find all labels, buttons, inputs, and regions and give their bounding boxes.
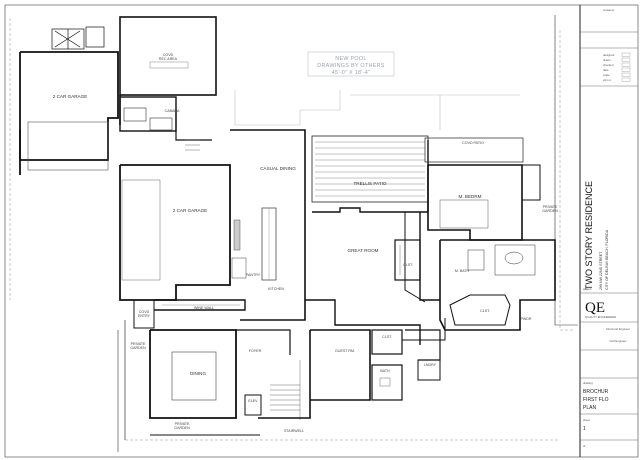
room-label-casual-dining: CASUAL DINING: [260, 166, 296, 171]
master-bedroom-wall: [427, 164, 523, 241]
cabana-outline: [119, 96, 177, 132]
sheet-label: sheet: [583, 418, 590, 422]
meta-value-3: [621, 67, 631, 72]
room-label-dining: DINING: [190, 371, 207, 376]
room-label-m-bath: M. BATH: [455, 269, 470, 273]
room-label-cabana: CABANA: [165, 109, 180, 113]
stairwell-steps: [270, 360, 301, 420]
project-label: project: [583, 287, 592, 291]
of-label: of: [583, 444, 586, 448]
room-label-garage-mid: 2 CAR GARAGE: [173, 208, 207, 213]
covd-patio-outline: [424, 137, 524, 163]
room-label-clst-c: CLST.: [382, 335, 392, 339]
meta-value-4: [621, 72, 631, 77]
room-label-wine-wall: WINE WALL: [194, 306, 214, 310]
room-label-pantry: PANTRY: [246, 273, 261, 277]
room-label-clst-b: CLST.: [480, 309, 490, 313]
drawing-title-1: BROCHUR: [583, 389, 609, 395]
drawing-title-2: FIRST FLO: [583, 397, 609, 403]
meta-value-1: [621, 57, 631, 62]
title-block: revisions designeddrawncheckeddatescalej…: [580, 8, 638, 448]
room-label-kitchen: KITCHEN: [268, 287, 284, 291]
pool-note-box: [307, 51, 395, 77]
room-label-great-room: GREAT ROOM: [348, 248, 379, 253]
covd-rec-outline: [119, 16, 217, 96]
meta-label-0: designed: [603, 53, 615, 57]
trellis-patio-hatch: [315, 141, 425, 197]
room-label-elev: ELEV: [248, 399, 258, 403]
meta-value-5: [621, 77, 631, 82]
room-label-bath: BATH: [380, 369, 390, 373]
svg-text:45'-0" X 18'-4": 45'-0" X 18'-4": [332, 70, 371, 76]
garage-mid-wall: [119, 164, 231, 301]
consultant-civil: Civil Engineer: [609, 339, 626, 343]
column-block: [51, 26, 105, 50]
dining-wall: [149, 329, 237, 419]
svg-text:DRAWINGS BY OTHERS: DRAWINGS BY OTHERS: [317, 63, 385, 69]
garage-left-wall: [19, 51, 119, 161]
consultant-structural: Structural Engineer: [606, 327, 630, 331]
room-label-garage-left: 2 CAR GARAGE: [53, 94, 87, 99]
room-label-stairwell: STAIRWELL: [284, 429, 304, 433]
room-label-lndry: LNDRY: [424, 363, 437, 367]
site-line: [9, 18, 575, 441]
meta-label-3: date: [603, 68, 609, 72]
property-line: [117, 15, 578, 452]
room-label-m-bedrm: M. BEDRM: [459, 194, 482, 199]
project-title: TWO STORY RESIDENCE: [584, 181, 594, 290]
kitchen-wall: [230, 129, 306, 321]
room-label-powder: PWDR: [521, 317, 532, 321]
room-label-covd-patio: COVD PATIO: [462, 141, 484, 145]
pool-note: NEW POOL DRAWINGS BY OTHERS 45'-0" X 18'…: [317, 56, 385, 76]
room-label-guest-rm: GUEST RM.: [335, 349, 355, 353]
room-label-foyer: FOYER: [249, 349, 262, 353]
project-address: 299 NW 22ND STREET: [599, 251, 603, 290]
great-room-wall: [305, 299, 421, 345]
master-bath-wall: [439, 239, 556, 331]
covd-entry-outline: [133, 299, 155, 329]
drawing-title-3: PLAN: [583, 405, 596, 411]
meta-label-1: drawn: [603, 58, 611, 62]
project-city: CITY OF DELRAY BEACH, FLORIDA: [605, 229, 609, 290]
meta-value-2: [621, 62, 631, 67]
guest-room-wall: [310, 329, 371, 401]
drawing-label: drawing: [583, 381, 593, 385]
meta-label-2: checked: [603, 63, 614, 67]
room-label-clst-a: CLST.: [403, 263, 413, 267]
firm-logo-sub: QUALITY ENGINEERED: [585, 315, 616, 319]
pool-outline: [234, 90, 520, 130]
room-label-trellis-patio: TRELLIS PATIO: [353, 181, 386, 186]
meta-label-4: scale: [603, 73, 610, 77]
firm-logo: QE: [585, 300, 605, 316]
revisions-label: revisions: [603, 8, 615, 12]
svg-text:NEW POOL: NEW POOL: [335, 56, 366, 62]
meta-label-5: job no.: [602, 78, 612, 82]
sheet-border: [4, 4, 639, 458]
wine-wall: [154, 299, 246, 311]
meta-value-0: [621, 52, 631, 57]
stair-upper: [185, 139, 200, 151]
sheet-number: 1: [583, 426, 586, 432]
